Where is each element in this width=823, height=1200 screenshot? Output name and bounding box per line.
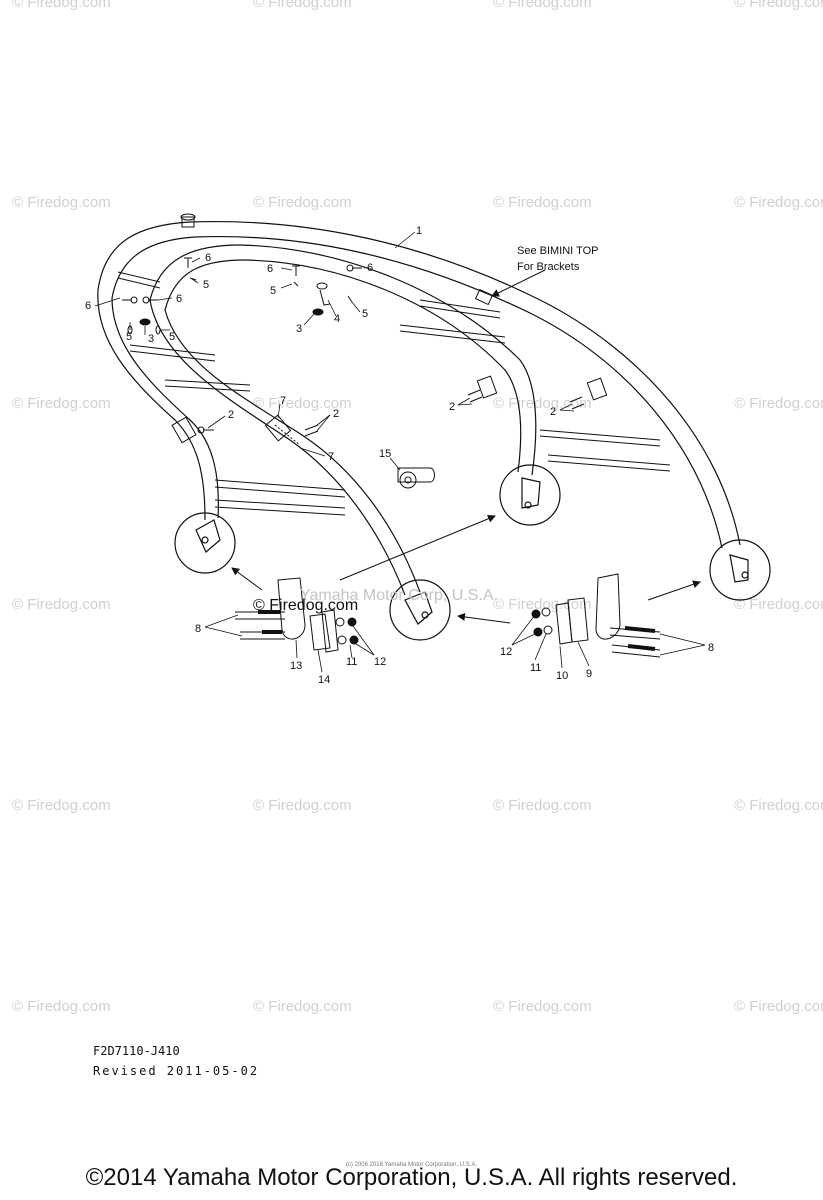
- watermark: © Firedog.com: [493, 194, 592, 211]
- watermark: © Firedog.com: [12, 797, 111, 814]
- top-cap: [180, 213, 196, 228]
- hardware-parts: [122, 257, 585, 446]
- part-15-bracket: [397, 467, 435, 489]
- watermark: © Firedog.com: [12, 395, 111, 412]
- watermark: © Firedog.com: [493, 0, 592, 11]
- left-bracket-assembly: [235, 577, 359, 653]
- callout: 7: [280, 395, 286, 407]
- callout: 2: [333, 408, 339, 420]
- watermark: © Firedog.com: [253, 0, 352, 11]
- callout: 10: [556, 670, 568, 682]
- bimini-note-line2: For Brackets: [517, 261, 580, 273]
- watermark: © Firedog.com: [253, 194, 352, 211]
- callout: 2: [550, 406, 556, 418]
- callout: 5: [362, 308, 368, 320]
- callout: 8: [195, 623, 201, 635]
- callout: 5: [126, 331, 132, 343]
- callout: 13: [290, 660, 302, 672]
- callout: 5: [270, 285, 276, 297]
- watermark: © Firedog.com: [734, 797, 823, 814]
- callout: 6: [267, 263, 273, 275]
- callout: 1: [416, 225, 422, 237]
- callout: 15: [379, 448, 391, 460]
- callout: 12: [374, 656, 386, 668]
- callout: 8: [708, 642, 714, 654]
- callout: 3: [148, 333, 154, 345]
- callout: 14: [318, 674, 330, 686]
- callout: 3: [296, 323, 302, 335]
- callout-labels: 1 2 2 2 2 3 3 4 5 5 5 5 5 6 6 6 6 6 7 7 …: [85, 225, 714, 686]
- watermark: © Firedog.com: [12, 998, 111, 1015]
- document-code: F2D7110-J410: [93, 1044, 180, 1058]
- overlay-corp-text: Yamaha Motor Corp, U.S.A.: [300, 587, 498, 604]
- watermark: © Firedog.com: [253, 395, 352, 412]
- watermark: © Firedog.com: [12, 0, 111, 11]
- watermark: © Firedog.com: [734, 596, 823, 613]
- watermark: © Firedog.com: [734, 998, 823, 1015]
- callout: 6: [367, 262, 373, 274]
- watermark: © Firedog.com: [493, 596, 592, 613]
- assembly-arrows: [231, 269, 701, 624]
- crossbars: [117, 271, 671, 516]
- watermark: © Firedog.com: [734, 395, 823, 412]
- callout: 2: [228, 409, 234, 421]
- fine-print-copyright: (c) 2006 2016 Yamaha Motor Corporation, …: [345, 1162, 478, 1168]
- watermark: © Firedog.com: [12, 194, 111, 211]
- revision-date: Revised 2011-05-02: [93, 1064, 260, 1078]
- watermark: © Firedog.com: [734, 0, 823, 11]
- callout: 6: [176, 293, 182, 305]
- callout: 11: [530, 662, 541, 674]
- callout: 4: [334, 313, 340, 325]
- watermark: © Firedog.com: [253, 797, 352, 814]
- right-bracket-assembly: [531, 573, 661, 658]
- copyright-footer: ©2014 Yamaha Motor Corporation, U.S.A. A…: [85, 1164, 738, 1191]
- callout: 6: [85, 300, 91, 312]
- leader-lines: [94, 231, 706, 673]
- callout: 6: [205, 252, 211, 264]
- watermark: © Firedog.com: [493, 797, 592, 814]
- watermark: © Firedog.com: [493, 998, 592, 1015]
- callout: 7: [328, 451, 334, 463]
- tower-frame: [97, 220, 741, 596]
- watermark: © Firedog.com: [734, 194, 823, 211]
- overlay-watermark: © Firedog.com: [253, 597, 358, 614]
- tube-joints: [171, 288, 608, 444]
- callout: 12: [500, 646, 512, 658]
- watermark: © Firedog.com: [12, 596, 111, 613]
- callout: 11: [346, 656, 357, 668]
- watermark: © Firedog.com: [253, 998, 352, 1015]
- leg-end-details: [174, 464, 771, 641]
- callout: 2: [449, 401, 455, 413]
- callout: 5: [169, 331, 175, 343]
- bimini-note-line1: See BIMINI TOP: [517, 245, 599, 257]
- callout: 5: [203, 279, 209, 291]
- callout: 9: [586, 668, 592, 680]
